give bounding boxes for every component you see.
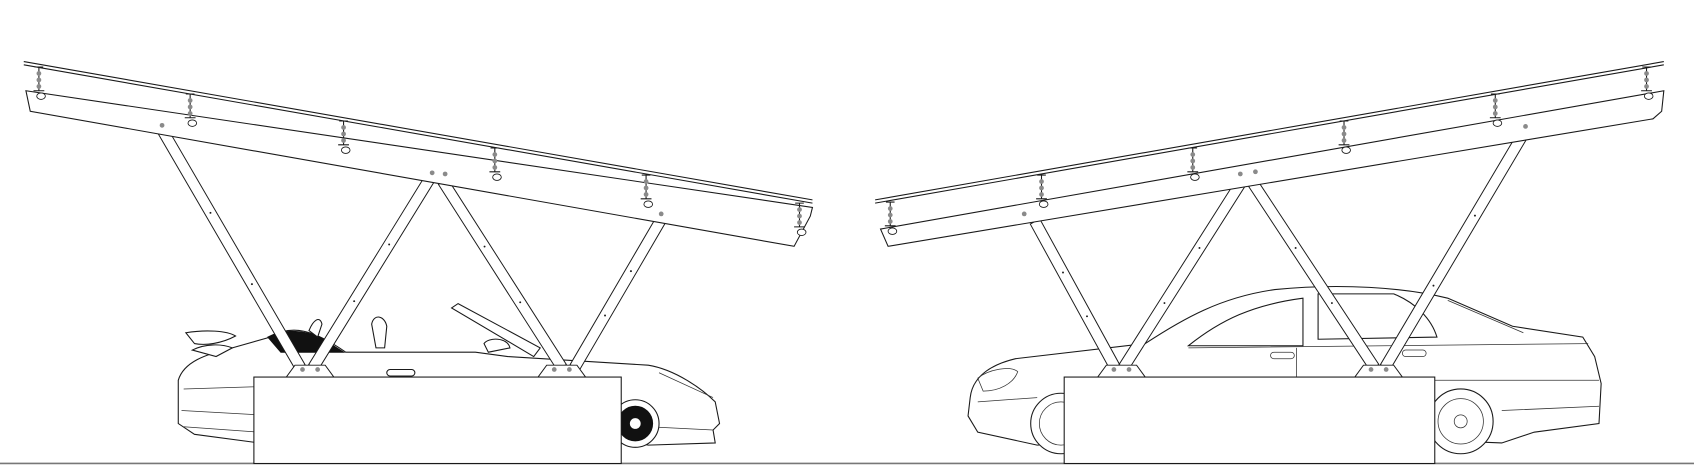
base-plate [1096,364,1147,378]
clamp-bolt [1190,152,1196,157]
base-bolt [566,367,572,372]
clamp-washer [1038,200,1049,208]
clamp-bolt [1039,192,1044,197]
clamp-washer [187,119,198,127]
base-plate [285,364,335,378]
base-plate [1353,364,1404,378]
leg-rivet [209,211,212,214]
clamp-bolt [1039,185,1044,191]
beam-bolt [1523,124,1528,129]
panel-rail [23,61,813,201]
clamp-bolt [887,212,893,218]
clamp-bolt [341,125,346,130]
clamp-washer [1643,92,1654,100]
clamp-bolt [492,152,498,157]
leg-rivet [388,243,391,246]
clamp-bolt [797,220,802,225]
base-bolt [1368,367,1374,372]
clamp-bolt [887,206,893,211]
clamp-washer [887,227,898,235]
clamp-bolt [1492,98,1498,103]
beam-bolt [658,211,664,217]
panel-rail [875,64,1664,204]
panel-rail [875,61,1664,201]
clamp-bolt [797,213,802,219]
leg-rivet [1062,271,1064,274]
leg-rivet [1086,315,1088,318]
foundation-block [253,376,622,465]
beam-bolt [159,122,165,128]
leg-rivet [629,270,632,273]
clamp-bolt [1492,104,1498,110]
clamp-washer [643,200,653,208]
beam-bolt [1253,169,1258,175]
beam-bolt [1237,171,1243,177]
clamp-bolt [1644,77,1649,83]
clamp-washer [1492,119,1503,127]
leg-rivet [604,314,606,317]
clamp-bolt [1341,131,1347,137]
leg-rivet [483,245,486,248]
clamp-bolt [1190,165,1196,170]
clamp-bolt [36,77,42,83]
clamp-bolt [492,158,498,164]
base-plate [537,364,587,378]
right-carport-structure [875,61,1665,465]
foundation-block [1063,376,1436,465]
beam-bolt [1021,211,1027,217]
clamp-washer [1190,173,1200,181]
clamp-bolt [341,131,346,137]
clamp-bolt [36,71,42,76]
clamp-bolt [643,192,649,197]
base-bolt [315,367,321,372]
leg-rivet [1198,246,1201,249]
support-leg [1029,218,1121,371]
beam-bolt [429,170,435,176]
clamp-bolt [643,179,649,184]
clamp-washer [492,173,502,181]
clamp-bolt [187,98,193,103]
clamp-bolt [1341,125,1347,130]
roof-beam [879,90,1665,247]
base-bolt [1383,367,1389,372]
base-bolt [1111,367,1117,372]
leg-rivet [1473,214,1476,217]
leg-rivet [1330,302,1333,305]
support-leg [308,174,436,371]
clamp-washer [796,228,807,236]
clamp-washer [1341,146,1351,154]
clamp-bolt [1190,158,1196,164]
clamp-bolt [1492,111,1498,116]
leg-rivet [1163,302,1166,305]
base-bolt [300,367,305,372]
leg-rivet [250,283,253,286]
panel-rail [23,64,813,204]
clamp-bolt [1039,179,1044,184]
clamp-bolt [36,84,42,89]
left-carport-structure [23,61,814,465]
clamp-bolt [887,219,893,224]
clamp-bolt [1644,84,1649,89]
clamp-bolt [797,207,802,212]
clamp-bolt [187,111,193,116]
clamp-bolt [187,104,193,110]
roof-beam [25,90,814,247]
support-leg [569,215,667,371]
base-bolt [1126,367,1132,372]
leg-rivet [1432,284,1435,287]
leg-rivet [353,300,356,303]
base-bolt [551,367,557,372]
leg-rivet [519,301,522,304]
leg-rivet [1294,246,1297,249]
clamp-washer [36,92,46,100]
clamp-bolt [341,138,346,143]
clamp-bolt [643,185,649,191]
clamp-bolt [1644,71,1649,76]
beam-bolt [442,171,448,177]
clamp-bolt [492,165,498,170]
clamp-washer [340,146,351,154]
clamp-bolt [1341,138,1347,143]
